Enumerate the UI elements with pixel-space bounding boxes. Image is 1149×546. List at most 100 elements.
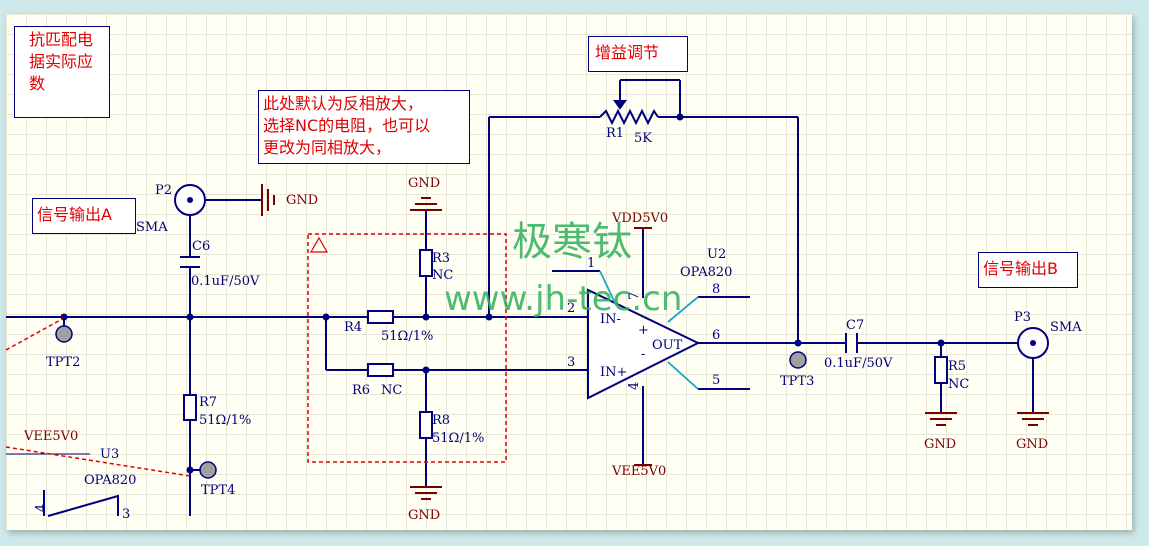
label-tpt2: TPT2 xyxy=(46,355,80,370)
watermark: 极寒钛 www.jh-tec.cn xyxy=(444,219,682,319)
label-r5-val: NC xyxy=(948,377,969,392)
opamp-u2[interactable] xyxy=(587,288,701,400)
gnd-r8-icon xyxy=(410,486,442,500)
label-u2-part: OPA820 xyxy=(680,265,732,280)
note-inverting-line3: 更改为同相放大， xyxy=(263,138,392,157)
label-plus-sign: + xyxy=(638,323,649,338)
labels: P2 SMA GND C6 0.1uF/50V TPT2 R7 51Ω/1% T… xyxy=(23,126,1082,523)
label-r7: R7 xyxy=(199,395,217,410)
label-pin6: 6 xyxy=(712,328,720,343)
label-r4-val: 51Ω/1% xyxy=(381,329,433,344)
label-vee: VEE5V0 xyxy=(611,464,666,479)
label-r6-val: NC xyxy=(381,383,402,398)
note-inverting-line2: 选择NC的电阻，也可以 xyxy=(263,116,431,135)
capacitor-c6[interactable] xyxy=(180,256,200,268)
label-r4: R4 xyxy=(344,320,362,335)
label-c6-val: 0.1uF/50V xyxy=(191,274,260,289)
junction-dot xyxy=(322,313,330,321)
label-p2-sma: SMA xyxy=(136,220,168,235)
testpoint-tpt4[interactable] xyxy=(190,461,217,479)
testpoints xyxy=(55,317,807,479)
resistors xyxy=(183,249,948,439)
watermark-cn: 极寒钛 xyxy=(512,219,632,265)
net-link-dashed xyxy=(6,446,191,477)
junction-dot xyxy=(676,113,684,121)
note-output-a: 信号输出A xyxy=(32,198,136,234)
junction-dot xyxy=(422,366,430,374)
resistor-r6[interactable] xyxy=(367,363,394,377)
label-tpt4: TPT4 xyxy=(201,483,235,498)
watermark-url: www.jh-tec.cn xyxy=(444,279,682,319)
resistor-r3[interactable] xyxy=(419,249,433,277)
label-gnd-bottom: GND xyxy=(408,508,440,523)
note-gain: 增益调节 xyxy=(588,36,688,72)
testpoint-tpt3[interactable] xyxy=(789,351,807,369)
label-r8-val: 51Ω/1% xyxy=(432,431,484,446)
label-c7-val: 0.1uF/50V xyxy=(824,356,893,371)
gnd-p3-icon xyxy=(1017,412,1049,426)
testpoint-tpt2[interactable] xyxy=(55,317,73,343)
label-r3-val: NC xyxy=(432,268,453,283)
note-inverting-line1: 此处默认为反相放大， xyxy=(263,94,424,113)
label-r3: R3 xyxy=(432,251,450,266)
resistor-r5[interactable] xyxy=(934,356,948,384)
optional-config-box xyxy=(307,233,507,463)
label-pin7: 7 xyxy=(627,292,642,300)
note-output-b: 信号输出B xyxy=(978,252,1078,288)
label-r1-val: 5K xyxy=(634,131,652,146)
label-vdd: VDD5V0 xyxy=(611,211,668,226)
label-r6: R6 xyxy=(352,383,370,398)
label-gnd-r5: GND xyxy=(924,437,956,452)
capacitors xyxy=(180,256,858,353)
schematic-canvas: P2 SMA GND C6 0.1uF/50V TPT2 R7 51Ω/1% T… xyxy=(6,79,1082,523)
note-impedance-line3: 数 xyxy=(29,74,46,93)
label-c6: C6 xyxy=(192,239,210,254)
label-gnd-top: GND xyxy=(408,176,440,191)
gnd-r3-icon xyxy=(410,197,442,211)
junctions xyxy=(60,113,945,474)
capacitor-c7[interactable] xyxy=(845,333,858,353)
label-out: OUT xyxy=(652,338,683,353)
label-pin8: 8 xyxy=(712,282,720,297)
label-p3-sma: SMA xyxy=(1050,320,1082,335)
label-r8: R8 xyxy=(432,413,450,428)
label-u3-pin4: 4 xyxy=(34,504,49,512)
note-impedance-line2: 据实际应 xyxy=(29,52,94,71)
schematic-sheet: P2 SMA GND C6 0.1uF/50V TPT2 R7 51Ω/1% T… xyxy=(6,14,1132,530)
label-r1: R1 xyxy=(606,126,624,141)
label-u2: U2 xyxy=(707,247,726,262)
label-pin2: 2 xyxy=(567,301,575,316)
potentiometer-r1[interactable] xyxy=(599,100,659,126)
label-u3: U3 xyxy=(100,447,119,462)
gnd-r5-icon xyxy=(925,412,957,426)
label-minus-sign: - xyxy=(641,347,645,362)
nc-markers xyxy=(599,270,699,390)
opamp-u3[interactable] xyxy=(43,490,119,517)
label-r5: R5 xyxy=(948,359,966,374)
label-pin3: 3 xyxy=(567,355,575,370)
label-pin1: 1 xyxy=(587,256,595,271)
resistor-r7[interactable] xyxy=(183,394,197,421)
label-p3: P3 xyxy=(1014,310,1031,325)
label-c7: C7 xyxy=(846,318,864,333)
label-u3-pin3: 3 xyxy=(122,507,130,522)
label-u3-part: OPA820 xyxy=(84,473,136,488)
label-pin4: 4 xyxy=(627,382,642,390)
sma-p2[interactable] xyxy=(174,184,206,216)
note-impedance-line1: 抗匹配电 xyxy=(29,30,94,49)
label-tpt3: TPT3 xyxy=(780,374,814,389)
warning-triangle-icon xyxy=(309,236,329,253)
sma-p3[interactable] xyxy=(1017,327,1049,359)
gnd-p2-icon xyxy=(261,184,275,216)
label-gnd-p2: GND xyxy=(286,193,318,208)
resistor-r8[interactable] xyxy=(419,411,433,439)
label-gnd-p3: GND xyxy=(1016,437,1048,452)
label-vee-left: VEE5V0 xyxy=(23,429,78,444)
label-in-plus: IN+ xyxy=(600,365,627,380)
junction-dot xyxy=(422,313,430,321)
label-in-minus: IN- xyxy=(600,312,621,327)
resistor-r4[interactable] xyxy=(367,310,394,324)
label-p2: P2 xyxy=(155,183,172,198)
note-inverting: 此处默认为反相放大， 选择NC的电阻，也可以 更改为同相放大， xyxy=(258,90,470,164)
